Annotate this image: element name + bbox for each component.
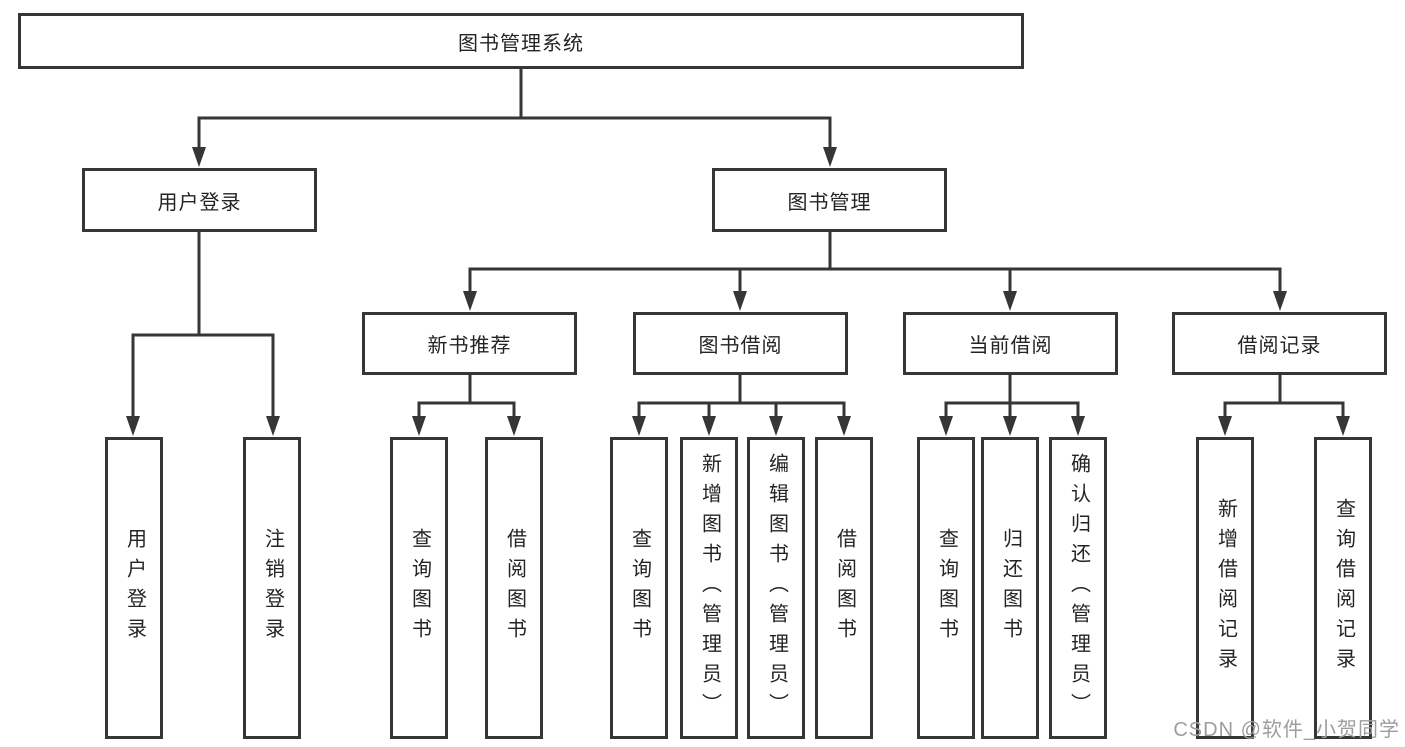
arrow-down-icon [507,416,521,436]
node-root: 图书管理系统 [18,13,1024,69]
node-current-borrow: 当前借阅 [903,312,1118,375]
connector-current-borrow [944,374,1080,421]
node-user-login-label: 用户登录 [157,191,242,214]
arrow-down-icon [126,416,140,436]
node-user-login: 用户登录 [82,168,317,232]
node-new-book-recommend: 新书推荐 [362,312,577,375]
arrow-down-icon [837,416,851,436]
node-borrow-records-label: 借阅记录 [1237,335,1322,357]
arrow-down-icon [769,416,783,436]
leaf-borrow-books-recommend: 借阅图书 [485,437,543,739]
leaf-query-books-current-label: 查询图书 [935,528,958,648]
arrow-down-icon [1071,416,1085,436]
leaf-query-books-current: 查询图书 [917,437,975,739]
watermark: CSDN @软件_小贺同学 [1173,719,1400,741]
arrow-down-icon [733,291,747,311]
leaf-edit-book-admin: 编辑图书（管理员） [747,437,805,739]
node-new-book-recommend-label: 新书推荐 [427,335,512,357]
connector-borrow-records [1223,374,1345,421]
arrow-down-icon [266,416,280,436]
leaf-add-borrow-record-label: 新增借阅记录 [1214,498,1237,678]
connector-root [197,67,832,152]
arrow-down-icon [1003,416,1017,436]
arrow-down-icon [632,416,646,436]
arrow-down-icon [412,416,426,436]
leaf-user-login: 用户登录 [105,437,163,739]
node-book-management: 图书管理 [712,168,947,232]
connector-user-login [131,231,275,421]
node-borrow-records: 借阅记录 [1172,312,1387,375]
leaf-borrow-books-recommend-label: 借阅图书 [503,528,526,648]
arrow-down-icon [939,416,953,436]
leaf-borrow-books: 借阅图书 [815,437,873,739]
leaf-confirm-return-admin-label: 确认归还（管理员） [1067,453,1090,723]
node-book-management-label: 图书管理 [787,191,872,214]
leaf-query-books-recommend-label: 查询图书 [408,528,431,648]
arrow-down-icon [1273,291,1287,311]
arrow-down-icon [1218,416,1232,436]
leaf-return-book: 归还图书 [981,437,1039,739]
leaf-add-book-admin-label: 新增图书（管理员） [698,453,721,723]
leaf-query-books-recommend: 查询图书 [390,437,448,739]
leaf-add-borrow-record: 新增借阅记录 [1196,437,1254,739]
arrow-down-icon [192,147,206,167]
leaf-return-book-label: 归还图书 [999,528,1022,648]
leaf-confirm-return-admin: 确认归还（管理员） [1049,437,1107,739]
leaf-borrow-books-label: 借阅图书 [833,528,856,648]
leaf-query-books-borrow: 查询图书 [610,437,668,739]
connector-book-management [468,231,1282,296]
leaf-query-books-borrow-label: 查询图书 [628,528,651,648]
leaf-logout-label: 注销登录 [261,528,284,648]
leaf-query-borrow-record-label: 查询借阅记录 [1332,498,1355,678]
node-current-borrow-label: 当前借阅 [968,335,1053,357]
leaf-logout: 注销登录 [243,437,301,739]
arrow-down-icon [463,291,477,311]
arrow-down-icon [823,147,837,167]
leaf-user-login-label: 用户登录 [123,528,146,648]
leaf-query-borrow-record: 查询借阅记录 [1314,437,1372,739]
arrow-down-icon [702,416,716,436]
node-book-borrow: 图书借阅 [633,312,848,375]
node-book-borrow-label: 图书借阅 [698,335,783,357]
arrow-down-icon [1003,291,1017,311]
connector-new-book-recommend [417,374,516,421]
connector-book-borrow [637,374,846,421]
node-root-label: 图书管理系统 [458,32,584,55]
arrow-down-icon [1336,416,1350,436]
leaf-edit-book-admin-label: 编辑图书（管理员） [765,453,788,723]
leaf-add-book-admin: 新增图书（管理员） [680,437,738,739]
